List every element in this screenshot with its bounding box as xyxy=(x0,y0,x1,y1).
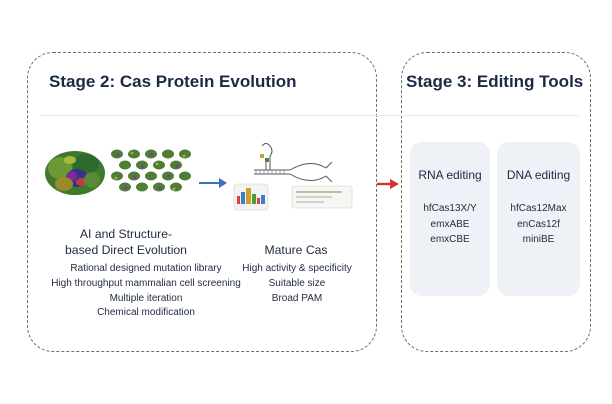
stage3-panel xyxy=(401,52,591,352)
variant-library-image xyxy=(111,149,191,192)
rna-editing-card: RNA editing hfCas13X/Y emxABE emxCBE xyxy=(410,142,490,296)
rna-tool-item: hfCas13X/Y xyxy=(423,203,477,214)
stage3-title: Stage 3: Editing Tools xyxy=(406,72,584,91)
evolution-bullet: Chemical modification xyxy=(97,307,195,319)
stage2-title: Stage 2: Cas Protein Evolution xyxy=(49,72,297,91)
rna-editing-tools: hfCas13X/Y emxABE emxCBE xyxy=(410,201,490,248)
dna-editing-title: DNA editing xyxy=(506,168,571,182)
mature-cas-caption: Mature Cas xyxy=(246,242,346,258)
evolution-bullet: Rational designed mutation library xyxy=(70,263,222,274)
dna-tool-item: enCas12f xyxy=(517,218,560,230)
evolution-bullets: Rational designed mutation library High … xyxy=(26,262,266,321)
rna-tool-item: emxCBE xyxy=(430,234,470,245)
dna-tool-item: miniBE xyxy=(522,234,555,245)
stage-transition-arrow-icon xyxy=(377,179,399,189)
evolution-caption-line: AI and Structure- xyxy=(79,227,173,241)
evolution-caption: AI and Structure- based Direct Evolution xyxy=(46,226,206,258)
mature-cas-bullet: Suitable size xyxy=(268,277,326,289)
evolution-bullet: Multiple iteration xyxy=(109,292,183,304)
evolution-arrow-icon xyxy=(199,178,227,188)
dna-editing-card: DNA editing hfCas12Max enCas12f miniBE xyxy=(497,142,580,296)
divider-line xyxy=(40,115,580,116)
rna-tool-item: emxABE xyxy=(430,218,470,230)
protein-structure-image xyxy=(45,151,105,195)
dna-tool-item: hfCas12Max xyxy=(510,203,567,214)
mature-cas-title: Mature Cas xyxy=(264,243,328,257)
mature-cas-image xyxy=(233,143,353,211)
dna-editing-tools: hfCas12Max enCas12f miniBE xyxy=(497,201,580,248)
rna-editing-title: RNA editing xyxy=(418,168,482,182)
evolution-caption-line: based Direct Evolution xyxy=(65,243,187,257)
evolution-bullet: High throughput mammalian cell screening xyxy=(51,277,241,289)
mature-cas-bullet: High activity & specificity xyxy=(242,263,352,274)
stage2-panel xyxy=(27,52,377,352)
mature-cas-bullets: High activity & specificity Suitable siz… xyxy=(232,262,362,306)
mature-cas-bullet: Broad PAM xyxy=(271,292,323,304)
